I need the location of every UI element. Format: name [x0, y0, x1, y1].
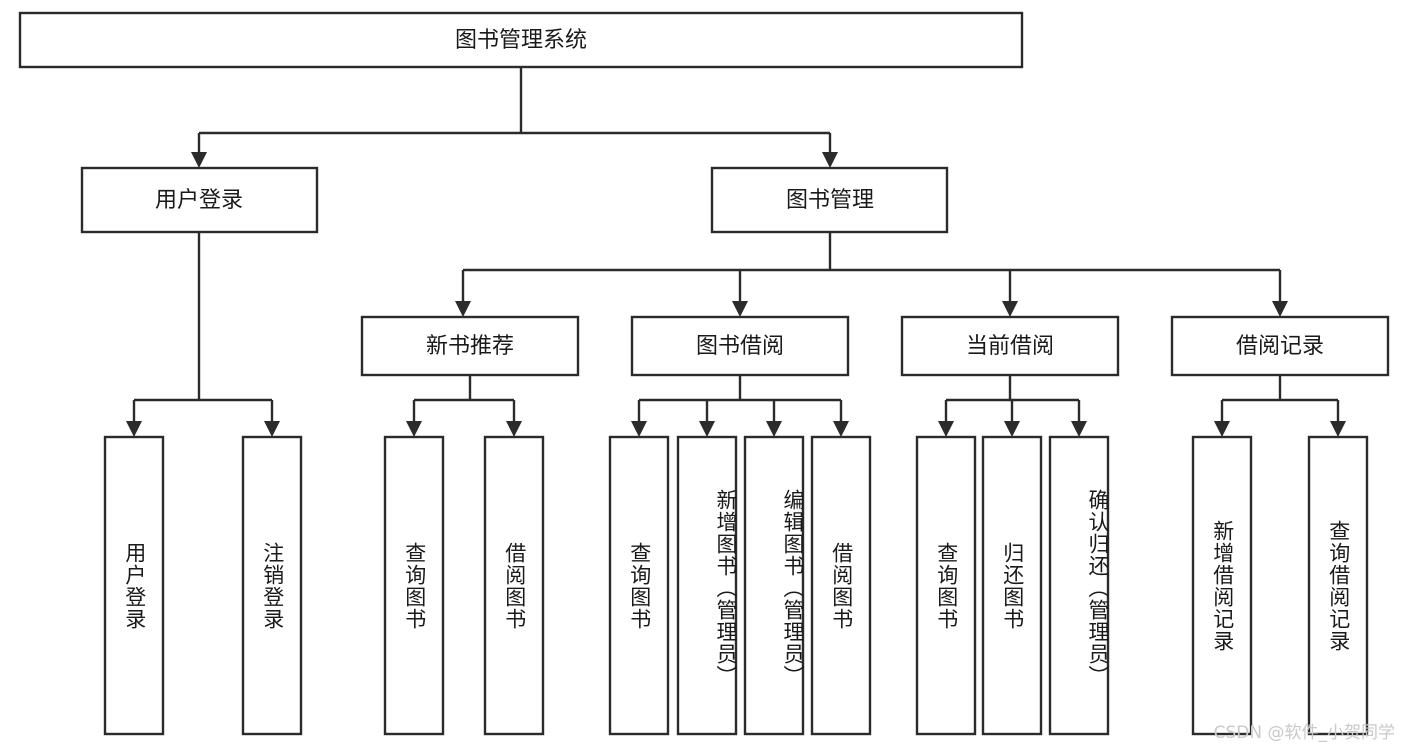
node-root-label: 图书管理系统	[455, 28, 587, 53]
leaf-query-book-1-rect[interactable]	[383, 435, 445, 736]
node-book-borrow-label: 图书借阅	[696, 334, 784, 359]
arrowhead-leaf-return-book	[1004, 421, 1020, 437]
arrowhead-current-borrow	[1002, 301, 1018, 317]
leaf-add-book-rect[interactable]	[676, 435, 738, 736]
arrowhead-user-login	[191, 152, 207, 168]
leaf-query-record-rect[interactable]	[1307, 435, 1369, 736]
node-new-book-rec-rect	[360, 315, 580, 377]
arrowhead-leaf-query-book-2	[631, 421, 647, 437]
node-current-borrow-label: 当前借阅	[966, 334, 1054, 359]
leaf-return-book-rect[interactable]	[981, 435, 1043, 736]
node-borrow-record-rect	[1170, 315, 1390, 377]
leaf-logout-login-rect[interactable]	[241, 435, 303, 736]
arrowhead-leaf-query-record	[1330, 421, 1346, 437]
arrowhead-leaf-add-book	[699, 421, 715, 437]
node-borrow-record-label: 借阅记录	[1236, 334, 1324, 359]
node-book-manage-label: 图书管理	[786, 188, 874, 213]
arrowhead-leaf-query-book-1	[406, 421, 422, 437]
arrowhead-leaf-user-login	[126, 421, 142, 437]
node-book-manage-rect	[710, 166, 949, 234]
node-book-manage[interactable]: 图书管理	[710, 166, 949, 234]
edges-group	[126, 67, 1346, 437]
node-new-book-rec[interactable]: 新书推荐	[360, 315, 580, 377]
leaf-edit-book-rect[interactable]	[743, 435, 805, 736]
leaf-borrow-book-2-rect[interactable]	[810, 435, 872, 736]
arrowhead-borrow-record	[1272, 301, 1288, 317]
arrowhead-leaf-edit-book	[766, 421, 782, 437]
arrowhead-leaf-logout-login	[264, 421, 280, 437]
leaf-query-book-2-rect[interactable]	[608, 435, 670, 736]
arrowhead-leaf-borrow-book-2	[833, 421, 849, 437]
leaf-add-record-rect[interactable]	[1191, 435, 1253, 736]
leaf-rects-group	[103, 435, 1369, 736]
node-book-borrow-rect	[630, 315, 850, 377]
node-new-book-rec-label: 新书推荐	[426, 334, 514, 359]
node-current-borrow[interactable]: 当前借阅	[900, 315, 1120, 377]
node-user-login[interactable]: 用户登录	[80, 166, 319, 234]
csdn-watermark: CSDN @软件_小贺同学	[1213, 723, 1395, 743]
arrowhead-leaf-confirm-return	[1071, 421, 1087, 437]
arrowhead-leaf-query-book-3	[938, 421, 954, 437]
leaf-query-book-3-rect[interactable]	[915, 435, 977, 736]
leaf-borrow-book-1-rect[interactable]	[483, 435, 545, 736]
node-borrow-record[interactable]: 借阅记录	[1170, 315, 1390, 377]
leaf-confirm-return-rect[interactable]	[1048, 435, 1110, 736]
node-user-login-rect	[80, 166, 319, 234]
node-user-login-label: 用户登录	[155, 188, 243, 213]
leaf-user-login-rect[interactable]	[103, 435, 165, 736]
arrowhead-book-borrow	[732, 301, 748, 317]
node-book-borrow[interactable]: 图书借阅	[630, 315, 850, 377]
arrowhead-book-manage	[822, 152, 838, 168]
node-root[interactable]: 图书管理系统	[18, 11, 1024, 69]
arrowhead-new-book-rec	[455, 301, 471, 317]
arrowhead-leaf-add-record	[1214, 421, 1230, 437]
node-current-borrow-rect	[900, 315, 1120, 377]
arrowhead-leaf-borrow-book-1	[506, 421, 522, 437]
node-root-rect	[18, 11, 1024, 69]
